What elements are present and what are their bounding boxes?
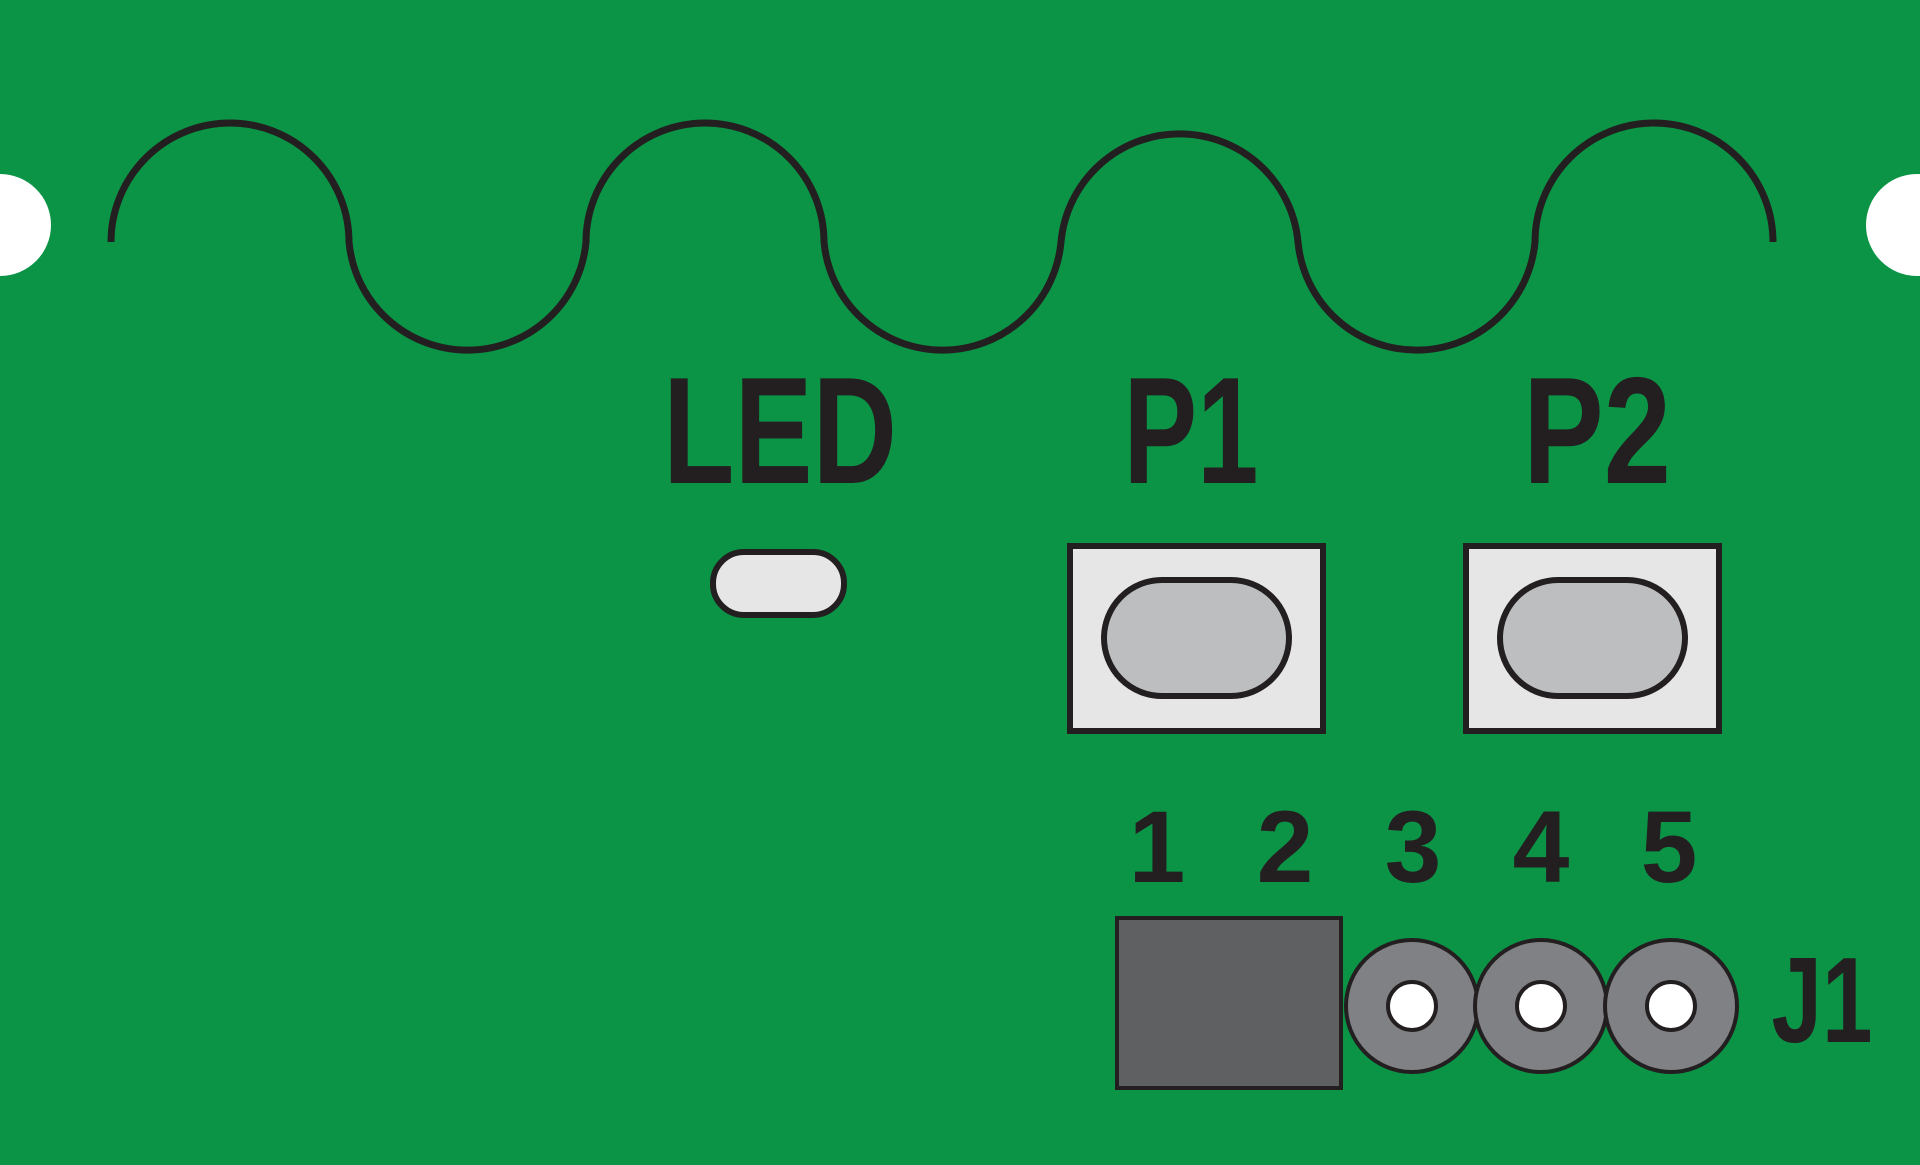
header-pad-square [1115, 916, 1343, 1090]
push-button-p2[interactable] [1463, 543, 1722, 734]
p1-button-cap[interactable] [1101, 577, 1292, 699]
j1-label: J1 [1772, 932, 1873, 1068]
antenna-trace [107, 119, 1777, 354]
led-component [710, 549, 847, 618]
pin-number-2: 2 [1257, 790, 1314, 904]
pin-number-5: 5 [1641, 790, 1698, 904]
j1-header [1115, 916, 1739, 1090]
mounting-hole-left [0, 174, 51, 276]
header-drill-hole-3 [1386, 980, 1438, 1032]
header-drill-hole-4 [1515, 980, 1567, 1032]
pin-number-3: 3 [1385, 790, 1442, 904]
p2-label: P2 [1523, 346, 1671, 516]
mounting-hole-right [1866, 174, 1920, 276]
header-drill-hole-5 [1645, 980, 1697, 1032]
push-button-p1[interactable] [1067, 543, 1326, 734]
led-label: LED [663, 346, 897, 516]
p1-label: P1 [1124, 346, 1259, 516]
p2-button-cap[interactable] [1497, 577, 1688, 699]
pin-number-4: 4 [1513, 790, 1570, 904]
pin-number-1: 1 [1129, 790, 1186, 904]
